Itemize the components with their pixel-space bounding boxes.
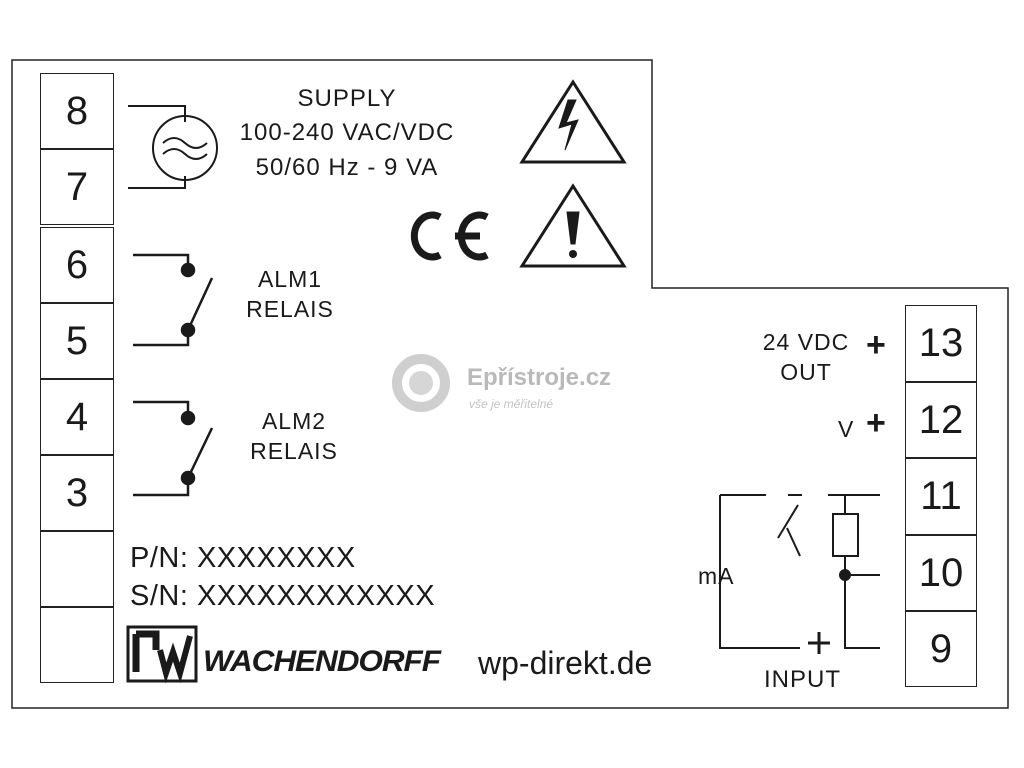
- terminal-blank: [40, 531, 114, 607]
- terminal-blank: [40, 607, 114, 683]
- terminal-3: 3: [40, 455, 114, 531]
- terminal-10: 10: [905, 535, 977, 611]
- alarm1-relais: RELAIS: [246, 296, 334, 322]
- resistor-icon: [832, 513, 859, 557]
- relay-switch-icon: [133, 400, 214, 497]
- terminal-8: 8: [40, 73, 114, 149]
- terminal-5: 5: [40, 303, 114, 379]
- watermark-logo-icon: [392, 354, 450, 412]
- ce-mark-icon: [410, 211, 489, 261]
- current-input-wiring: [719, 494, 880, 649]
- terminal-12: 12: [905, 382, 977, 458]
- voltage-input-label: V: [838, 416, 855, 442]
- terminal-6: 6: [40, 227, 114, 303]
- input-caption: INPUT: [764, 666, 841, 693]
- brand-name: WACHENDORFF: [203, 645, 441, 678]
- terminal-13: 13: [905, 305, 977, 382]
- voltage-input-plus-sign: +: [866, 404, 886, 442]
- terminal-11: 11: [905, 458, 977, 535]
- serial-number: S/N: XXXXXXXXXXXX: [130, 580, 436, 612]
- terminal-9: 9: [905, 611, 977, 687]
- relay-switch-icon: [133, 253, 214, 347]
- brand-url[interactable]: wp-direkt.de: [478, 645, 653, 681]
- current-input-label: mA: [698, 563, 735, 589]
- supply-frequency: 50/60 Hz - 9 VA: [255, 154, 439, 181]
- output-plus-sign: +: [866, 326, 886, 364]
- alarm2-label: ALM2: [261, 408, 327, 434]
- terminal-4: 4: [40, 379, 114, 455]
- high-voltage-warning-icon: [519, 79, 627, 164]
- terminal-7: 7: [40, 149, 114, 225]
- caution-warning-icon: [519, 183, 627, 268]
- alarm2-relais: RELAIS: [250, 438, 338, 464]
- output-out-label: OUT: [780, 359, 832, 385]
- supply-title: SUPPLY: [297, 85, 397, 112]
- output-voltage-label: 24 VDC: [762, 329, 850, 355]
- alarm1-label: ALM1: [257, 266, 323, 292]
- wachendorff-logo: [126, 625, 198, 684]
- watermark-tagline: vše je měřitelné: [469, 397, 554, 411]
- label-outline: [11, 59, 1009, 709]
- supply-wiring: [128, 105, 218, 189]
- watermark-name: Epřístroje.cz: [467, 364, 612, 391]
- part-number: P/N: XXXXXXXX: [130, 542, 356, 574]
- ac-source-icon: [152, 115, 218, 181]
- input-plus-icon: [808, 632, 830, 654]
- supply-voltage: 100-240 VAC/VDC: [239, 119, 455, 146]
